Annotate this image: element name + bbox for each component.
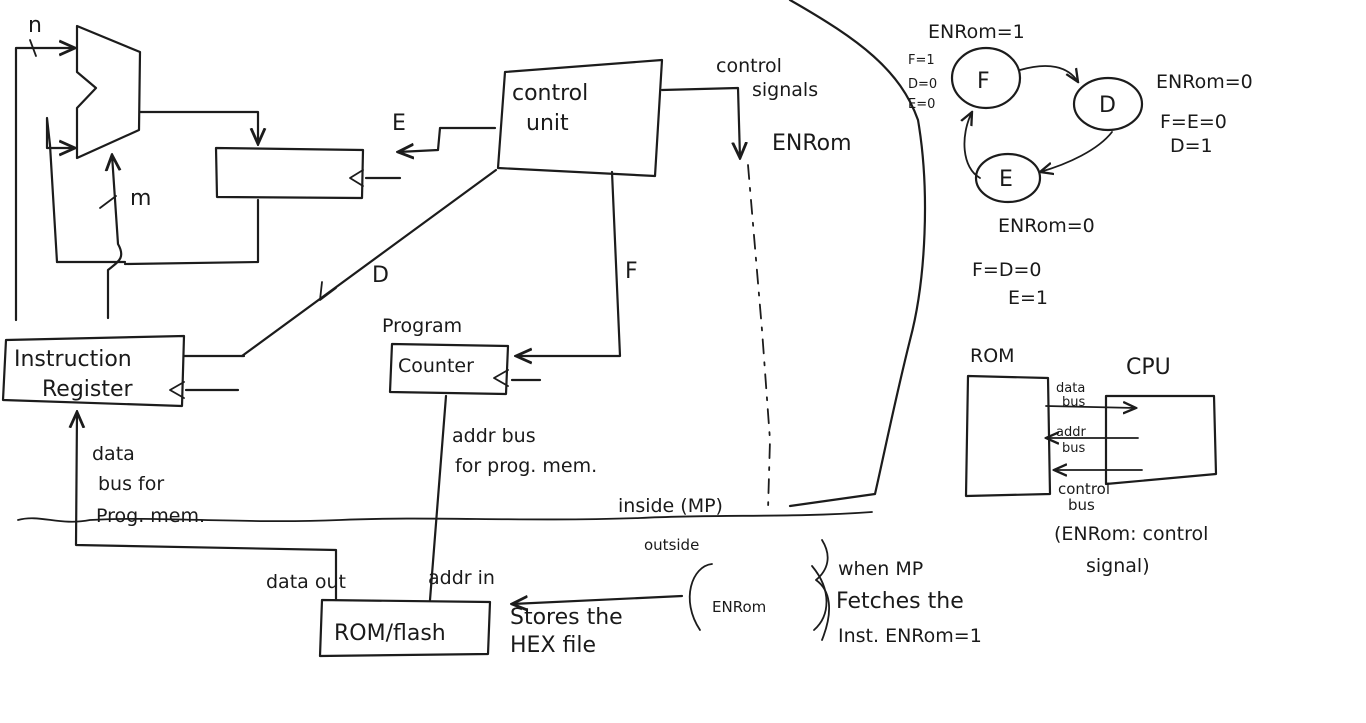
register-block [123, 110, 402, 266]
control-unit-label-line1: control [512, 81, 588, 106]
rom-cpu-control-bus-line2: bus [1068, 496, 1095, 514]
f-signal-label: F [625, 259, 638, 284]
state-d-circle [1072, 76, 1144, 132]
f-note-line2: F=1 [908, 53, 935, 68]
d-signal-label: D [372, 263, 389, 288]
rom-cpu-data-bus-line1: data [1056, 381, 1085, 396]
rom-flash-label: ROM/flash [334, 621, 446, 646]
state-d-label: D [1099, 93, 1116, 118]
rom-cpu-diagram: ROM CPU data bus addr bus control bus (E… [964, 345, 1218, 577]
rom-cpu-control-bus-line1: control [1058, 480, 1110, 498]
e-signal: E [392, 111, 497, 152]
state-e-label: E [999, 167, 1013, 192]
data-bus-label-line3: Prog. mem. [96, 505, 205, 527]
e-note-line1: ENRom=0 [998, 215, 1095, 237]
control-unit: control unit [496, 58, 664, 178]
inside-label: inside (MP) [618, 495, 723, 517]
state-f-label: F [977, 69, 990, 94]
outside-label: outside [644, 536, 699, 554]
rom-label: ROM [970, 345, 1015, 367]
f-note-line3: D=0 [908, 77, 937, 92]
d-note-line2: F=E=0 [1160, 111, 1227, 133]
control-signals-label-line1: control [716, 55, 782, 77]
stores-label-line1: Stores the [510, 605, 623, 630]
control-signals-label-line2: signals [752, 79, 818, 101]
instruction-register: Instruction Register [1, 334, 246, 408]
control-unit-label-line2: unit [526, 111, 569, 136]
data-out-label: data out [266, 571, 346, 593]
mux-block [75, 24, 142, 160]
f-note-line4: E=0 [908, 97, 935, 112]
e-note-line3: E=1 [1008, 287, 1048, 309]
when-label-line2: Fetches the [836, 589, 964, 614]
state-machine: ENRom=1 F=1 D=0 E=0 F D E ENRom=0 F=E=0 … [908, 21, 1253, 309]
rom-cpu-addr-bus-line1: addr [1056, 425, 1086, 440]
data-bus-label-line1: data [92, 443, 135, 465]
program-counter-label-line1: Program [382, 315, 462, 337]
instruction-register-label-line2: Register [42, 377, 134, 402]
addr-bus-label-line1: addr bus [452, 425, 536, 447]
en-rom-oval-label: ENRom [712, 598, 766, 616]
rom-cpu-data-bus-line2: bus [1062, 395, 1085, 410]
rom-flash: ROM/flash data out addr in Stores the HE… [266, 567, 684, 658]
program-counter-label-line2: Counter [398, 355, 474, 377]
addr-bus-label-line2: for prog. mem. [455, 455, 597, 477]
mux-feedback-wire [45, 116, 127, 264]
rom-cpu-addr-bus-line2: bus [1062, 441, 1085, 456]
cpu-label: CPU [1126, 355, 1171, 380]
program-counter: Program Counter [382, 315, 542, 396]
e-note-line2: F=D=0 [972, 259, 1042, 281]
instruction-register-label-line1: Instruction [14, 347, 132, 372]
addr-in-label: addr in [428, 567, 495, 589]
rom-cpu-note-line1: (ENRom: control [1054, 523, 1208, 545]
d-signal: D [240, 168, 498, 358]
mp-boundary: inside (MP) outside [17, 0, 927, 554]
when-note: when MP Fetches the Inst. ENRom=1 [836, 558, 982, 647]
f-signal: F [516, 170, 638, 356]
n-label: n [28, 13, 42, 38]
m-label: m [130, 186, 151, 211]
when-label-line3: Inst. ENRom=1 [838, 625, 982, 647]
f-note-line1: ENRom=1 [928, 21, 1025, 43]
d-note-line1: ENRom=0 [1156, 71, 1253, 93]
control-signals: control signals ENRom [660, 55, 852, 511]
when-label-line1: when MP [838, 558, 923, 580]
d-note-line3: D=1 [1170, 135, 1213, 157]
stores-label-line2: HEX file [510, 633, 596, 658]
data-bus-label-line2: bus for [98, 473, 164, 495]
m-input: m [99, 155, 151, 320]
en-rom-oval: ENRom [688, 539, 830, 641]
en-rom-label: ENRom [772, 131, 852, 156]
data-bus: data bus for Prog. mem. [76, 412, 338, 602]
state-e-circle [974, 152, 1042, 204]
n-input: n [14, 13, 75, 322]
state-f-circle [950, 46, 1022, 110]
e-signal-label: E [392, 111, 406, 136]
rom-cpu-note-line2: signal) [1086, 555, 1150, 577]
addr-bus: addr bus for prog. mem. [428, 394, 597, 602]
